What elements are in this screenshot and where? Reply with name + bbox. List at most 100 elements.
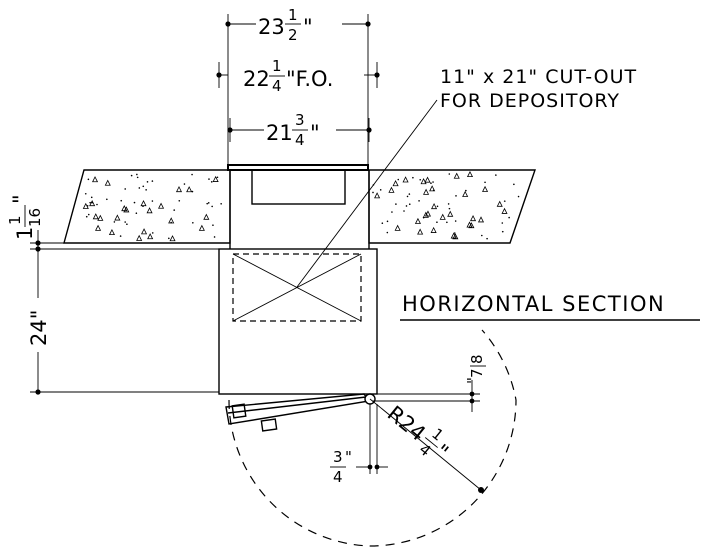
aggregate-speck	[191, 173, 193, 176]
aggregate-mark	[175, 185, 183, 193]
concrete-wall	[63, 169, 536, 244]
aggregate-mark	[423, 188, 430, 195]
aggregate-speck	[216, 176, 219, 179]
aggregate-speck	[91, 201, 93, 204]
aggregate-speck	[454, 220, 457, 222]
aggregate-mark	[452, 233, 459, 240]
aggregate-mark	[453, 172, 460, 179]
frame-opening-suffix: "F.O.	[286, 67, 333, 91]
aggregate-speck	[145, 189, 147, 191]
depository-unit	[218, 164, 378, 395]
aggregate-speck	[86, 204, 89, 207]
aggregate-mark	[92, 213, 99, 220]
aggregate-speck	[124, 221, 126, 223]
aggregate-speck	[136, 176, 139, 179]
aggregate-mark	[424, 176, 431, 183]
aggregate-mark	[186, 186, 193, 193]
aggregate-speck	[405, 205, 408, 207]
aggregate-speck	[419, 178, 422, 181]
aggregate-speck	[465, 189, 467, 192]
aggregate-speck	[513, 183, 515, 186]
aggregate-speck	[372, 191, 374, 194]
aggregate-speck	[87, 213, 90, 216]
aggregate-mark	[97, 214, 104, 221]
aggregate-mark	[420, 178, 427, 185]
aggregate-mark	[450, 232, 457, 239]
aggregate-speck	[151, 200, 154, 202]
aggregate-speck	[106, 198, 108, 201]
aggregate-speck	[408, 203, 411, 206]
aggregate-speck	[447, 203, 450, 205]
wall-offset-den: 16	[26, 208, 44, 227]
overall-width-whole: 23	[258, 15, 285, 39]
aggregate-mark	[431, 202, 438, 210]
overall-width-suffix: "	[303, 15, 313, 39]
aggregate-speck	[191, 190, 194, 193]
aggregate-mark	[114, 214, 121, 221]
aggregate-speck	[178, 199, 181, 202]
aggregate-speck	[386, 231, 389, 234]
aggregate-mark	[414, 217, 421, 224]
aggregate-speck	[495, 174, 497, 176]
frame-opening-num: 1	[272, 57, 282, 75]
aggregate-speck	[96, 203, 98, 206]
concrete-hatch	[82, 170, 520, 242]
aggregate-speck	[183, 183, 186, 185]
aggregate-speck	[386, 220, 389, 223]
aggregate-mark	[447, 210, 454, 217]
aggregate-speck	[391, 211, 393, 213]
aggregate-mark	[466, 170, 474, 178]
cutout-note: 11" x 21" CUT-OUT FOR DEPOSITORY	[296, 66, 636, 288]
door-lock	[260, 418, 278, 432]
door-offset-num: 3	[333, 448, 343, 466]
aggregate-speck	[173, 209, 176, 211]
aggregate-speck	[436, 221, 438, 224]
radius-leader	[369, 398, 482, 491]
aggregate-speck	[220, 202, 222, 205]
aggregate-speck	[379, 189, 382, 191]
aggregate-speck	[395, 203, 397, 205]
aggregate-speck	[130, 174, 133, 177]
aggregate-speck	[126, 223, 128, 226]
aggregate-mark	[169, 235, 176, 242]
frame-opening-den: 4	[272, 77, 282, 95]
inside-width-den: 4	[295, 131, 305, 149]
aggregate-mark	[203, 213, 210, 220]
door-swing	[225, 329, 517, 547]
dim-door-offset: 3 4 "	[330, 404, 388, 486]
door-gap-num: 7	[468, 368, 486, 378]
aggregate-mark	[392, 180, 399, 187]
aggregate-mark	[394, 224, 401, 231]
dim-frame-opening: 22 1 4 "F.O.	[216, 57, 380, 95]
aggregate-speck	[436, 205, 439, 208]
wall-right-section	[368, 169, 536, 244]
aggregate-speck	[486, 237, 488, 240]
dim-door-radius: R24 1 4 "	[383, 401, 453, 464]
door-gap-den: 8	[468, 354, 486, 364]
wall-offset-num: 1	[6, 215, 24, 225]
aggregate-speck	[85, 215, 88, 218]
aggregate-speck	[503, 200, 506, 202]
aggregate-mark	[108, 228, 115, 236]
cabinet-body	[218, 248, 378, 395]
door-offset-suffix: "	[345, 448, 352, 466]
aggregate-mark	[402, 176, 409, 183]
aggregate-speck	[448, 207, 451, 210]
aggregate-speck	[501, 222, 504, 224]
aggregate-mark	[212, 175, 219, 182]
aggregate-speck	[210, 181, 213, 183]
aggregate-speck	[208, 178, 210, 180]
dim-left-vertical: 1 1 16 " 24"	[6, 194, 219, 395]
aggregate-speck	[212, 224, 214, 226]
aggregate-mark	[158, 202, 165, 209]
door-gap-suffix: "	[464, 377, 482, 384]
inside-width-num: 3	[295, 111, 305, 129]
overall-width-num: 1	[288, 6, 298, 24]
face-plate	[227, 164, 369, 171]
aggregate-mark	[104, 179, 111, 186]
aggregate-mark	[477, 216, 485, 223]
aggregate-speck	[508, 216, 510, 219]
aggregate-speck	[206, 202, 209, 205]
slot-opening	[251, 169, 346, 205]
